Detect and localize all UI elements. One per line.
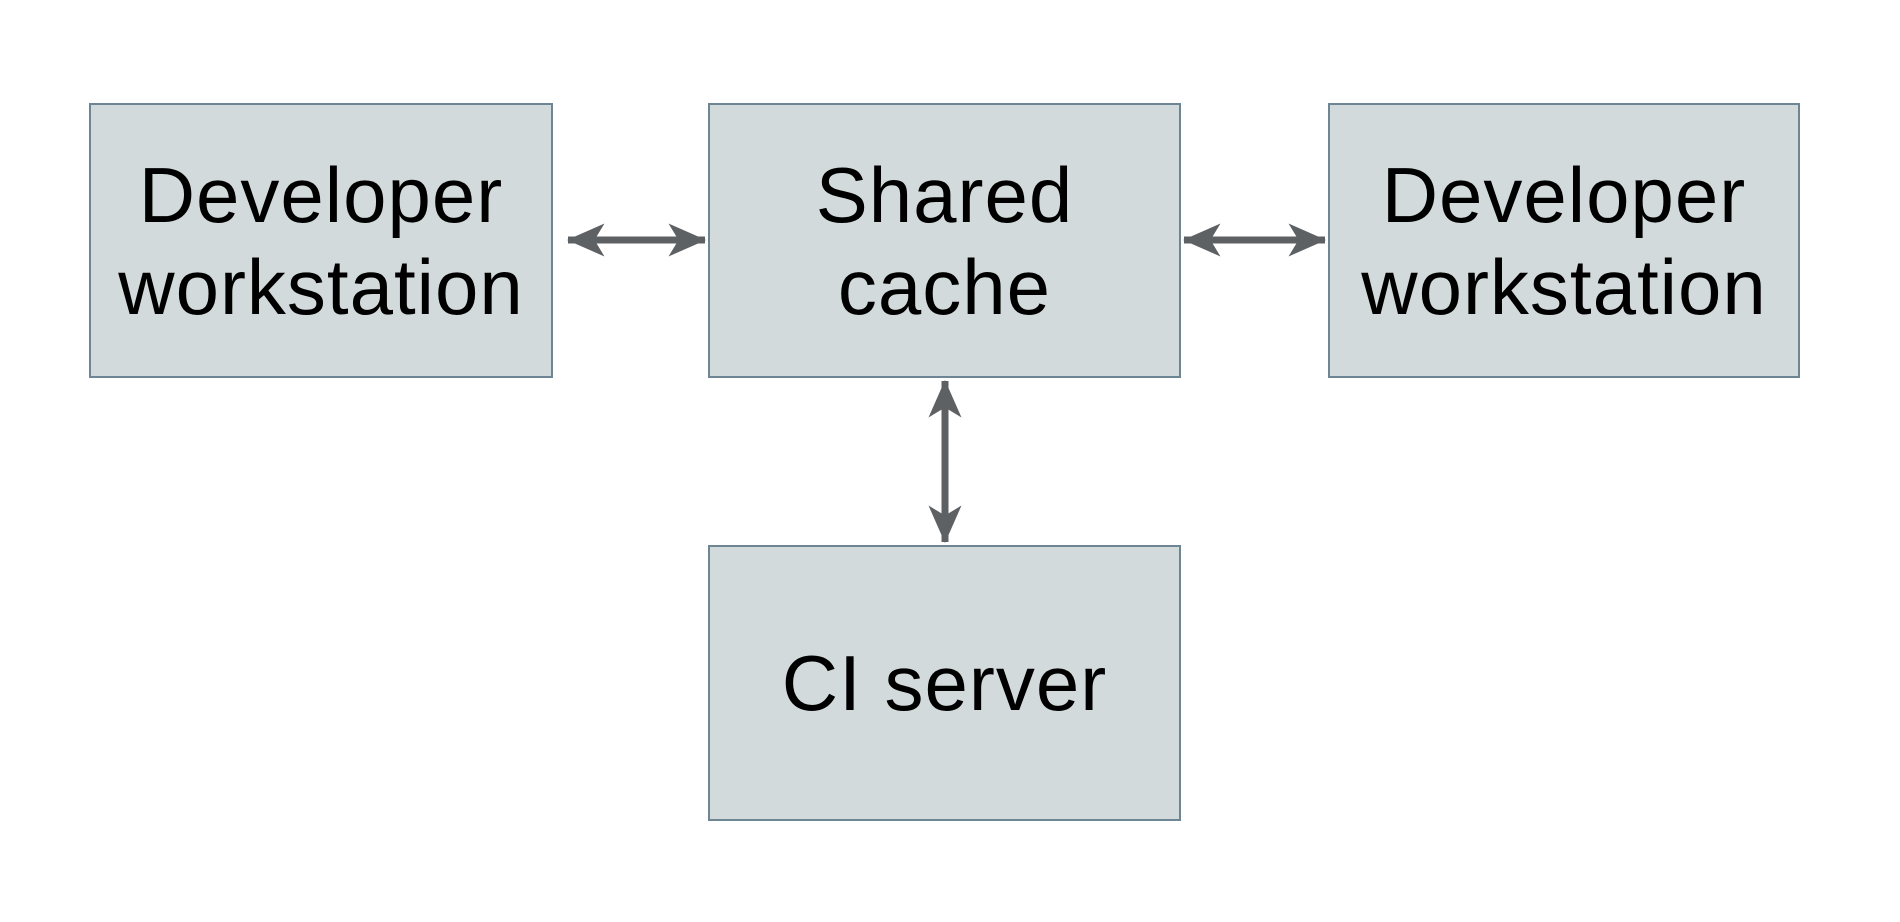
node-label-shared-cache: Shared cache <box>815 150 1074 331</box>
node-developer-workstation-left: Developer workstation <box>89 103 553 378</box>
node-label-developer-workstation-right: Developer workstation <box>1361 150 1767 331</box>
node-shared-cache: Shared cache <box>708 103 1181 378</box>
node-developer-workstation-right: Developer workstation <box>1328 103 1800 378</box>
node-ci-server: CI server <box>708 545 1181 821</box>
node-label-ci-server: CI server <box>781 639 1108 727</box>
node-label-developer-workstation-left: Developer workstation <box>118 150 524 331</box>
